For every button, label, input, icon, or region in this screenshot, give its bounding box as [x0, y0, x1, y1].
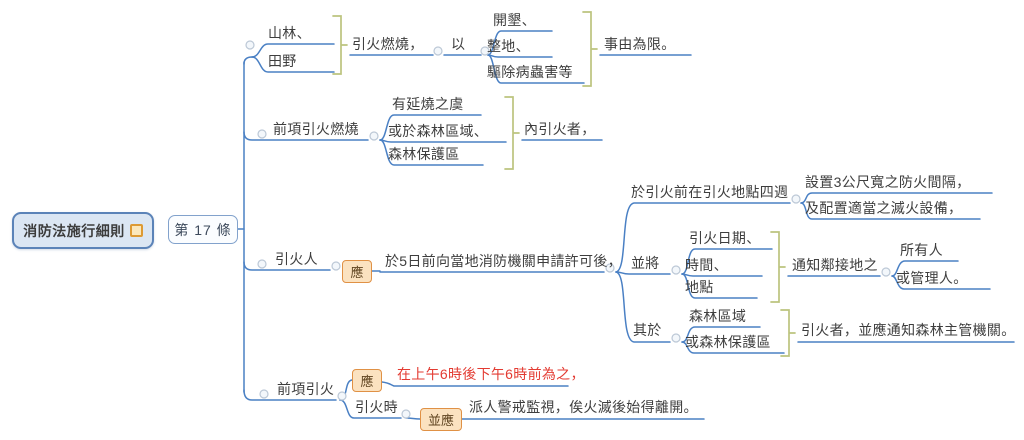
topic-forest-area-2[interactable]: 森林區域	[689, 308, 747, 324]
topic-yi[interactable]: 以	[451, 36, 466, 52]
collapse-toggle[interactable]	[337, 391, 347, 401]
collapse-toggle[interactable]	[331, 261, 341, 271]
topic-limit[interactable]: 事由為限。	[604, 36, 676, 52]
topic-pest-control[interactable]: 驅除病蟲害等	[487, 64, 573, 80]
topic-forest-reserve-2[interactable]: 或森林保護區	[685, 334, 771, 350]
collapse-toggle[interactable]	[433, 46, 443, 56]
summary-bracket-3	[504, 96, 520, 170]
topic-prev-ignite[interactable]: 前項引火	[277, 381, 335, 397]
collapse-toggles[interactable]	[245, 40, 891, 419]
orange-square-marker-icon[interactable]	[129, 224, 143, 237]
collapse-toggle[interactable]	[605, 263, 615, 273]
summary-bracket-1	[332, 15, 348, 75]
topic-igniter[interactable]: 引火人	[275, 251, 318, 267]
topic-forest-reserve[interactable]: 森林保護區	[388, 146, 460, 162]
collapse-toggle[interactable]	[257, 259, 267, 269]
summary-brackets	[332, 11, 796, 357]
topic-also-should[interactable]: 並應	[420, 408, 462, 431]
topic-and-notify[interactable]: 並將	[631, 255, 660, 271]
topic-firebreak[interactable]: 設置3公尺寬之防火間隔，	[805, 174, 971, 190]
topic-mountain[interactable]: 山林、	[268, 25, 311, 41]
collapse-toggle[interactable]	[671, 265, 681, 275]
topic-field[interactable]: 田野	[268, 53, 297, 69]
collapse-toggle[interactable]	[259, 389, 269, 399]
topic-reclaim[interactable]: 開墾、	[493, 12, 536, 28]
collapse-toggle[interactable]	[257, 129, 267, 139]
collapse-toggle[interactable]	[245, 40, 255, 50]
topic-ignite-within[interactable]: 內引火者，	[524, 121, 596, 137]
summary-bracket-4	[770, 231, 786, 303]
collapse-toggle[interactable]	[791, 194, 801, 204]
topic-watch-guard[interactable]: 派人警戒監視，俟火滅後始得離開。	[469, 399, 698, 415]
branch-connectors	[235, 30, 1015, 420]
root-topic-label: 消防法施行細則	[23, 222, 125, 239]
collapse-toggle[interactable]	[480, 46, 490, 56]
topic-notify-adjacent[interactable]: 通知鄰接地之	[792, 257, 878, 273]
topic-spread-risk[interactable]: 有延燒之虞	[392, 96, 464, 112]
collapse-toggle[interactable]	[369, 131, 379, 141]
topic-manager[interactable]: 或管理人。	[896, 270, 968, 286]
collapse-toggle[interactable]	[401, 409, 411, 419]
topic-date[interactable]: 引火日期、	[689, 230, 761, 246]
collapse-toggle[interactable]	[881, 267, 891, 277]
topic-should-2[interactable]: 應	[352, 369, 382, 392]
summary-bracket-2	[582, 11, 598, 87]
topic-owner[interactable]: 所有人	[900, 242, 943, 258]
topic-as-for[interactable]: 其於	[633, 322, 662, 338]
summary-bracket-5	[780, 309, 796, 357]
topic-ignite-burn[interactable]: 引火燃燒，	[352, 36, 424, 52]
root-topic[interactable]: 消防法施行細則	[12, 212, 154, 249]
article-17-topic[interactable]: 第 17 條	[168, 215, 238, 244]
topic-prev-burn[interactable]: 前項引火燃燒	[273, 121, 359, 137]
topic-place[interactable]: 地點	[685, 279, 714, 295]
topic-level-land[interactable]: 整地、	[487, 38, 530, 54]
topic-when-ignite[interactable]: 引火時	[355, 399, 398, 415]
topic-time[interactable]: 時間、	[685, 257, 728, 273]
topic-equipment[interactable]: 及配置適當之滅火設備，	[805, 200, 963, 216]
topic-apply-permit[interactable]: 於5日前向當地消防機關申請許可後，	[385, 253, 622, 269]
topic-notify-authority[interactable]: 引火者，並應通知森林主管機關。	[801, 322, 1016, 338]
topic-time-rule[interactable]: 在上午6時後下午6時前為之，	[397, 366, 585, 382]
topic-should-1[interactable]: 應	[342, 260, 372, 283]
topic-before-site[interactable]: 於引火前在引火地點四週	[631, 184, 789, 200]
collapse-toggle[interactable]	[671, 333, 681, 343]
topic-forest-area[interactable]: 或於森林區域、	[388, 123, 489, 139]
